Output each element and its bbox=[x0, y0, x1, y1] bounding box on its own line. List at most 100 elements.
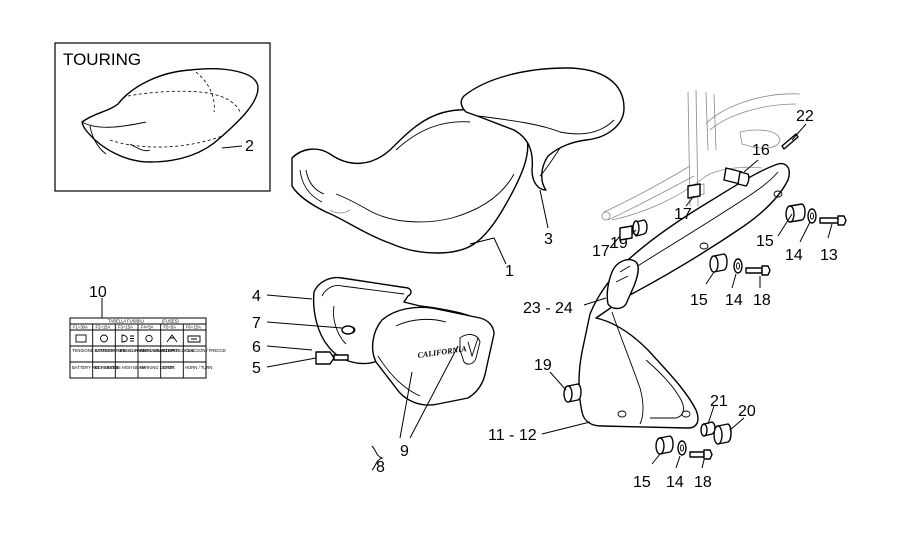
callout-11-12: 11 - 12 bbox=[488, 427, 537, 444]
callout-3: 3 bbox=[544, 231, 553, 248]
leader-7 bbox=[266, 321, 343, 329]
leader-18b bbox=[701, 459, 705, 469]
bolt-13-shaft bbox=[819, 217, 839, 224]
bolt-18a-head bbox=[761, 265, 771, 276]
leader-13 bbox=[827, 223, 833, 239]
leader-22 bbox=[791, 123, 807, 141]
bolt-18b-shaft bbox=[689, 451, 705, 458]
callout-6: 6 bbox=[252, 339, 261, 356]
callout-14c: 14 bbox=[666, 474, 684, 491]
clip-17 bbox=[619, 183, 701, 241]
callout-14b: 14 bbox=[725, 292, 743, 309]
leader-16 bbox=[743, 159, 759, 173]
leader-14c bbox=[675, 455, 681, 469]
leader-9b bbox=[409, 345, 459, 439]
leader-15c bbox=[651, 453, 661, 465]
fuse-row2: L. HIGH BEAM bbox=[117, 365, 146, 370]
bolt-5-shaft bbox=[333, 354, 349, 361]
fuse-rating: F4=5A bbox=[141, 325, 154, 330]
horn-icon bbox=[187, 335, 201, 343]
leader-11-12 bbox=[541, 421, 591, 435]
fuse-row2: STOP bbox=[163, 365, 175, 370]
pad-23-24 bbox=[606, 258, 639, 310]
callout-18b: 18 bbox=[694, 474, 712, 491]
callout-2: 2 bbox=[245, 138, 254, 155]
rear-seat bbox=[460, 67, 625, 191]
callout-15a: 15 bbox=[756, 233, 774, 250]
callout-16: 16 bbox=[752, 142, 770, 159]
fuse-row1: ABBAGLIANTI ANABBAGLIANTI bbox=[117, 348, 179, 353]
grommet-7 bbox=[341, 325, 355, 335]
leader-21 bbox=[707, 405, 715, 425]
leader-14a bbox=[799, 221, 811, 243]
callout-22: 22 bbox=[796, 108, 814, 125]
hardware-middle bbox=[709, 253, 771, 276]
callout-14a: 14 bbox=[785, 247, 803, 264]
side-panel-fasteners bbox=[315, 325, 355, 365]
bolt-18b-head bbox=[703, 449, 713, 460]
callout-18a: 18 bbox=[753, 292, 771, 309]
parking-light-icon bbox=[145, 334, 153, 343]
touring-inset: TOURING 2 bbox=[54, 42, 271, 192]
main-seat bbox=[291, 109, 529, 254]
hardware-20-21 bbox=[700, 421, 732, 445]
stop-light-icon bbox=[166, 334, 178, 343]
fuse-row1: CLACSON / FRECCE bbox=[185, 348, 226, 353]
fuse-table-label: TABELLA FUSIBILI (FUSES) F1=30A F2=15A F… bbox=[69, 317, 226, 379]
bolt-5 bbox=[315, 351, 335, 365]
leader-19b bbox=[549, 371, 567, 391]
bolt-18a-shaft bbox=[745, 267, 763, 274]
leader-15b bbox=[705, 271, 715, 285]
bolt-16 bbox=[723, 167, 750, 187]
hardware-bottom bbox=[655, 435, 713, 460]
fuse-rating: F5=5A bbox=[164, 325, 177, 330]
washer-14a bbox=[807, 208, 817, 224]
inset-title: TOURING bbox=[63, 50, 141, 69]
key-switch-icon bbox=[100, 334, 108, 343]
callout-15c: 15 bbox=[633, 474, 651, 491]
battery-icon bbox=[75, 334, 87, 343]
panel-logo bbox=[459, 334, 481, 365]
fuse-row1: TENSIONE BATTERIA bbox=[72, 348, 115, 353]
callout-15b: 15 bbox=[690, 292, 708, 309]
callout-20: 20 bbox=[738, 403, 756, 420]
leader-2 bbox=[221, 145, 243, 149]
bolt-13-head bbox=[837, 215, 847, 226]
callout-13: 13 bbox=[820, 247, 838, 264]
grommet-19-lower bbox=[563, 383, 582, 403]
leader-1 bbox=[469, 237, 507, 265]
callout-17a: 17 bbox=[592, 243, 610, 260]
leader-23-24 bbox=[583, 297, 607, 306]
callout-21: 21 bbox=[710, 393, 728, 410]
leader-3 bbox=[539, 189, 549, 229]
grommet-19-upper bbox=[632, 219, 648, 237]
fuse-header: TABELLA FUSIBILI bbox=[108, 319, 144, 324]
fuse-row2: BATTERY RECHARGER bbox=[72, 365, 119, 370]
fuse-rating: F3=15A bbox=[118, 325, 133, 330]
brace-8 bbox=[371, 445, 384, 471]
fuse-rating: F6=15A bbox=[186, 325, 201, 330]
clip-17b bbox=[687, 183, 701, 199]
fuse-row2: PARKING LIGHTS bbox=[140, 365, 175, 370]
leader-5 bbox=[266, 357, 317, 368]
fuse-rating: F1=30A bbox=[73, 325, 88, 330]
leader-4 bbox=[266, 294, 313, 300]
fuse-header-suffix: (FUSES) bbox=[162, 319, 179, 324]
fuse-row2: KEY SWITCH bbox=[95, 365, 121, 370]
leader-6 bbox=[266, 345, 313, 351]
fuse-rating: F2=15A bbox=[96, 325, 111, 330]
fuse-row1: STOP bbox=[163, 348, 175, 353]
touring-seat bbox=[81, 68, 259, 163]
side-panel: CALIFORNIA bbox=[371, 306, 495, 406]
leader-17b bbox=[685, 195, 695, 207]
fuse-row1: ANTICHIAMATA POSIZIONE bbox=[140, 348, 194, 353]
callout-23-24: 23 - 24 bbox=[523, 300, 573, 317]
callout-8: 8 bbox=[376, 459, 385, 476]
clip-17a bbox=[619, 225, 633, 241]
callout-1: 1 bbox=[505, 263, 514, 280]
leader-15a bbox=[777, 213, 793, 237]
leader-20 bbox=[729, 417, 745, 431]
frame-outline bbox=[601, 89, 801, 221]
leader-9 bbox=[399, 371, 413, 439]
